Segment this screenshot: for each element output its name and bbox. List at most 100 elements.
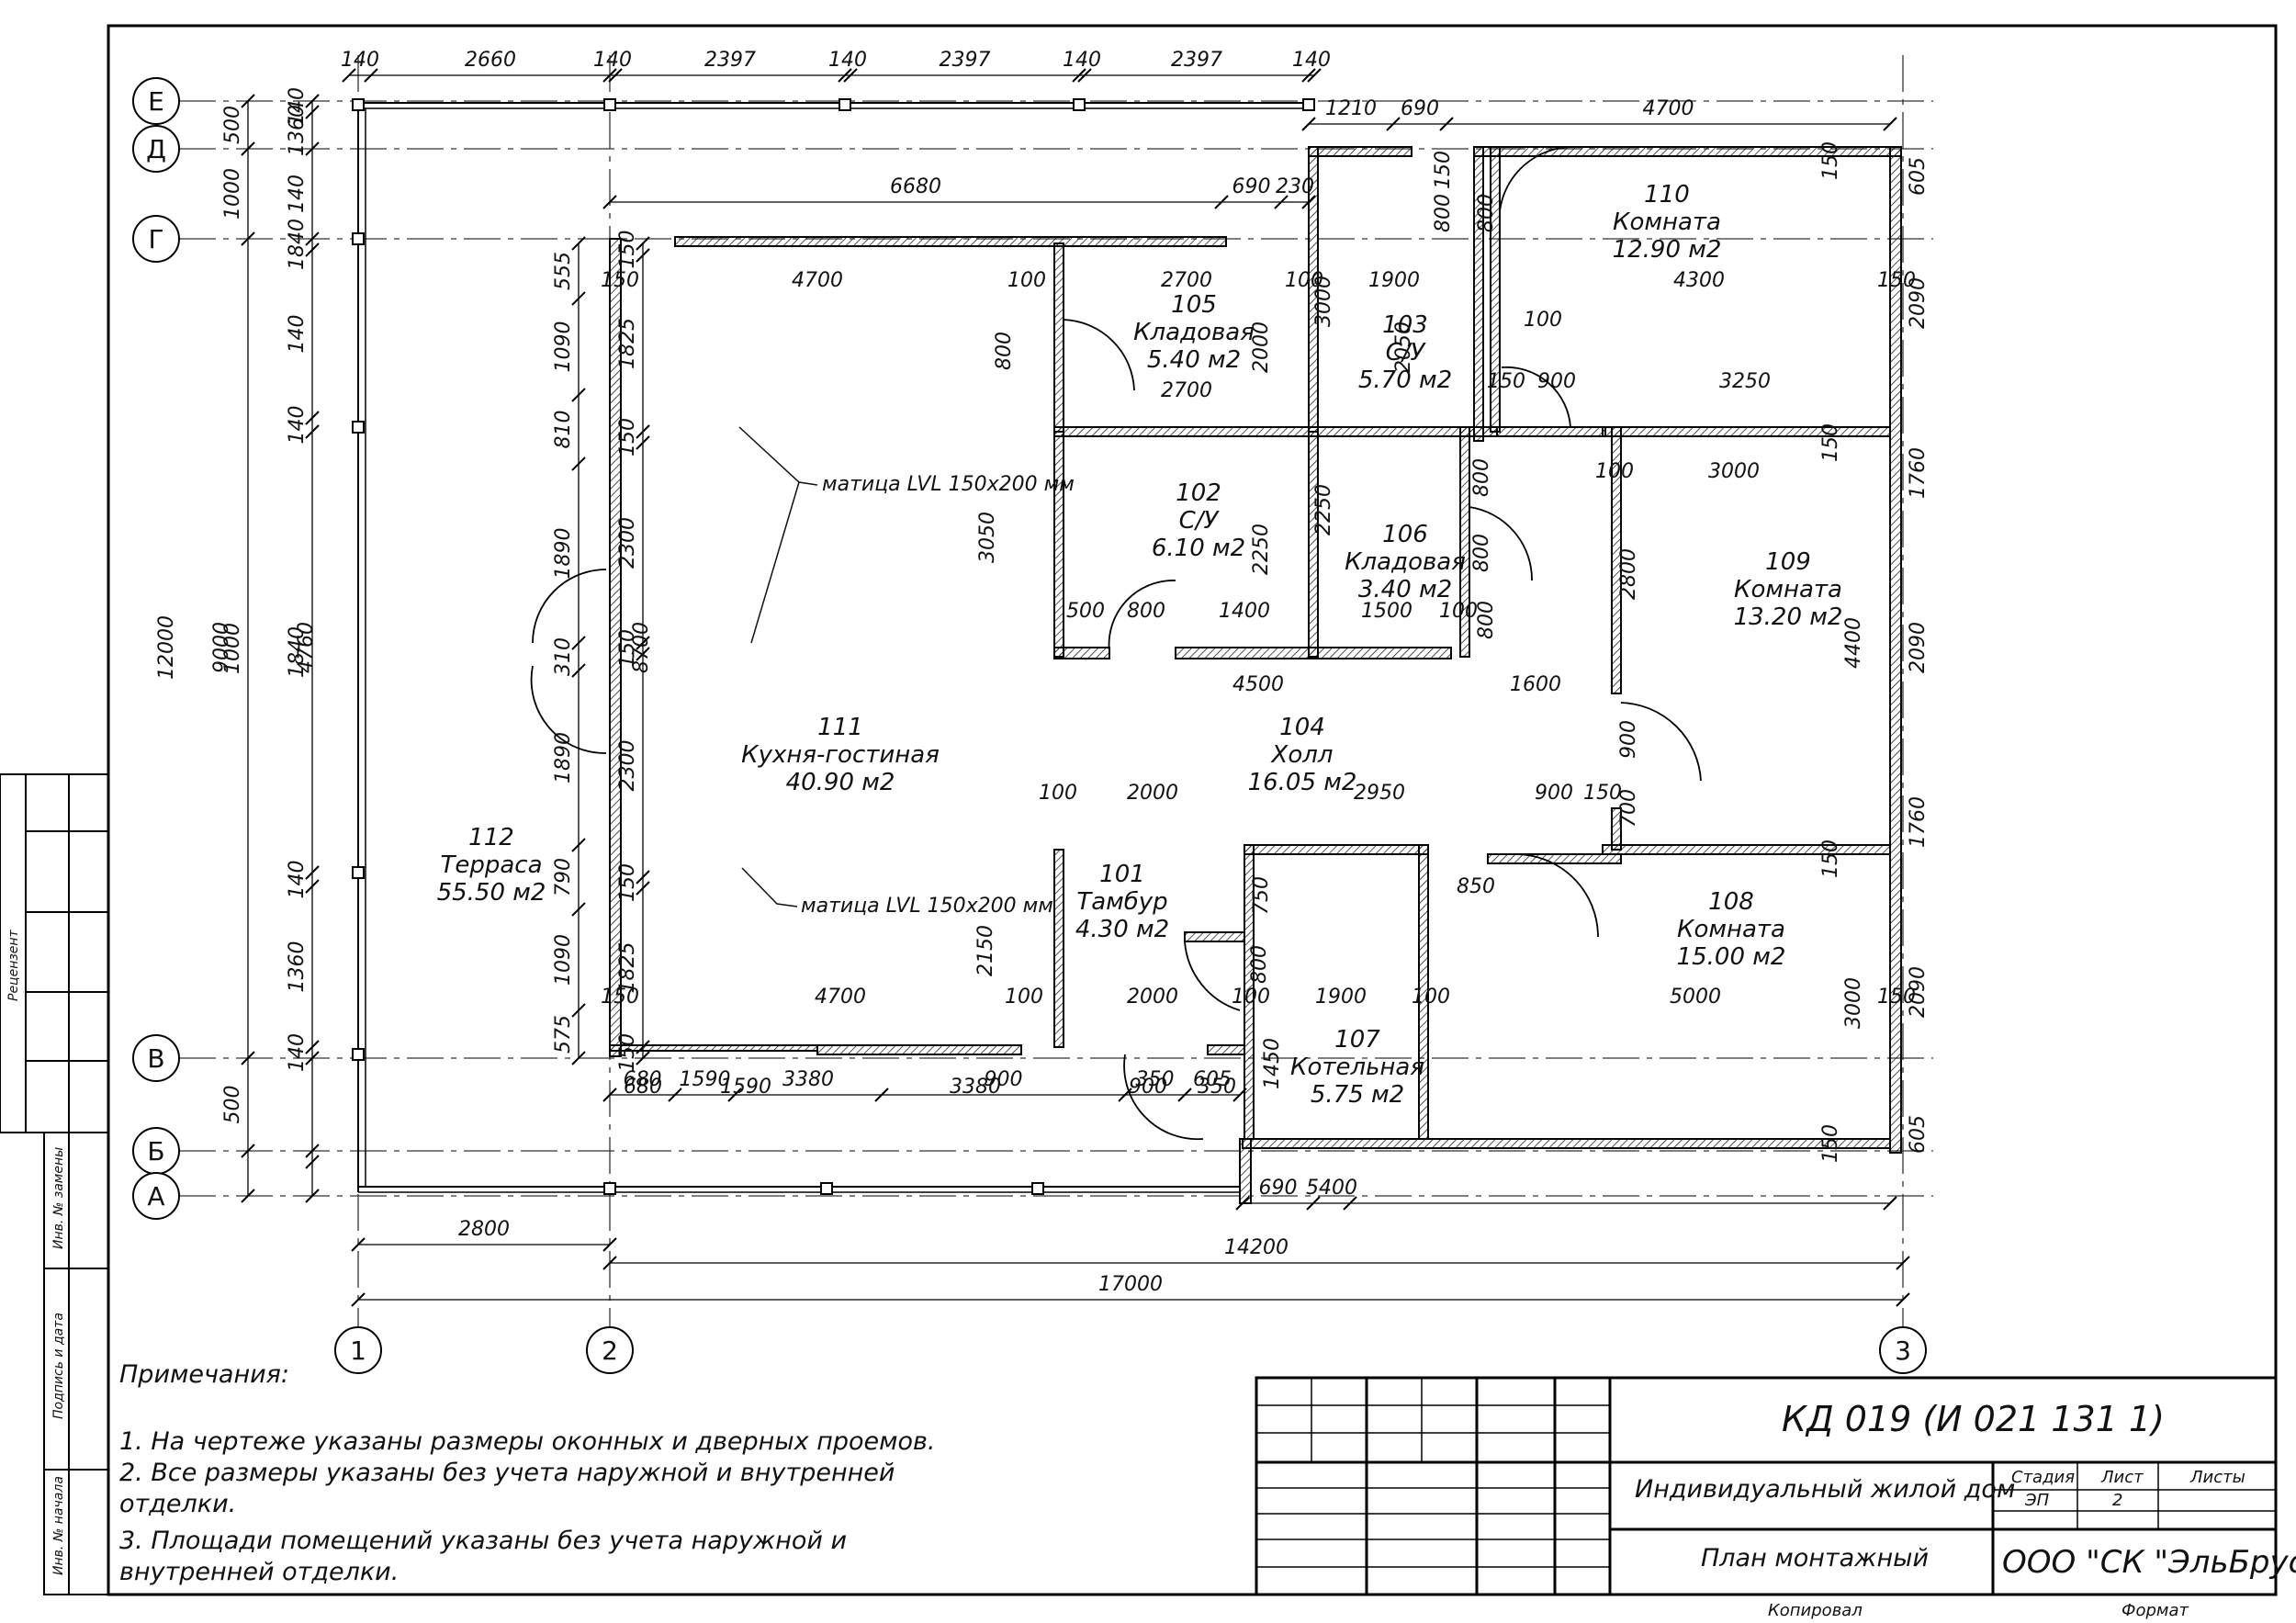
dim-windows-tick [571,291,586,306]
room-name: Тамбур [1076,888,1167,916]
dim-top-tick [838,68,852,83]
dim-inner-v-label-6: 150 [616,863,639,902]
dim-inner-v-tick [636,636,650,650]
dim-inner-v-tick [636,236,650,251]
dim-top-label-6: 140 [1063,49,1101,72]
dim-left-inner-tick [305,105,320,119]
dim-left-inner-label-5: 140 [286,406,309,445]
room-dim-37: 700 [1617,789,1640,828]
dim-windows-label-8: 575 [552,1015,575,1054]
company-name: ООО "СК "ЭльБрус" [2002,1544,2296,1581]
axis-label-2: 2 [602,1336,618,1366]
dim-inner-v-tick [636,870,650,885]
room-dim-5: 4300 [1673,269,1725,292]
dim-top-right-label-0: 1210 [1325,97,1377,120]
room-dim-19: 2250 [1312,484,1335,535]
dim-inner-v-tick [636,881,650,896]
dim-top-label-2: 140 [593,49,632,72]
note-line-4: 3. Площади помещений указаны без учета н… [119,1527,847,1555]
room-dim-51: 1450 [1261,1038,1284,1089]
room-name: Комната [1734,576,1842,603]
dim-bottom-a-tick [351,1237,366,1252]
dim-left-inner-label-2: 140 [286,175,309,213]
dim-left-inner-label-1: 1360 [286,105,309,156]
dim-windows-tick [571,636,586,650]
room-dim-29: 100 [1439,600,1478,623]
dim-left-outer-tick [241,1051,255,1065]
dim-inner-v-tick [636,1051,650,1065]
room-dim-58: 150 [1819,423,1842,462]
post [603,1182,616,1195]
wall-107-right [1487,853,1622,864]
room-name: Холл [1270,741,1334,769]
room-dim-69: 150 [1877,986,1916,1009]
dim-inner-v-label-7: 1825 [616,942,639,994]
dim-left-outer-tick [241,231,255,246]
notes-title: Примечания: [119,1360,289,1389]
room-dim-70: 150 [601,269,639,292]
dim-south-windows-tick [602,1088,617,1102]
dim-left-inner-label-0: 140 [286,87,309,126]
room-dim-1: 100 [1007,269,1046,292]
dim-left-outer-tick [241,1144,255,1158]
wall-tambur-notch [1184,931,1245,942]
room-dim-34: 900 [1535,782,1573,805]
room-dim-55: 1590 [720,1076,771,1099]
sheets-label: Листы [2189,1468,2245,1487]
room-dim-16: 100 [1595,460,1634,483]
dim-top-label-7: 2397 [1171,49,1222,72]
dim-top-label-8: 140 [1292,49,1331,72]
room-area: 5.40 м2 [1147,346,1241,374]
dim-top-right-tick [1439,117,1454,131]
dim-top-tick [364,68,378,83]
dim-windows-tick [571,838,586,852]
room-dim-7: 2700 [1161,379,1212,402]
wall-south-108 [1242,1138,1891,1149]
wall-106-west [1308,426,1319,658]
room-dim-48: 100 [1412,986,1450,1009]
beam-label-bottom: матица LVL 150х200 мм [801,895,1053,918]
dim-top-right-label-1: 690 [1401,97,1439,120]
dim-inner-top-label-1: 690 [1232,175,1271,198]
dim-left-inner-tick [305,1040,320,1054]
axis-bubble [132,215,180,263]
wall-102-west [1053,426,1064,658]
axis-label-Б: Б [147,1136,164,1167]
stage-label: Стадия [2011,1468,2075,1487]
room-area: 15.00 м2 [1677,943,1786,971]
room-dim-24: 4400 [1842,617,1865,669]
dim-inner-v-label-3: 2300 [616,517,639,569]
dim-top-right-tick [1883,117,1897,131]
dim-inner-v-label-0: 150 [616,231,639,269]
dim-top-label-4: 140 [828,49,867,72]
wall-tambur-west [1053,849,1064,1048]
dim-windows-label-6: 790 [552,858,575,896]
room-name: Комната [1613,209,1721,236]
room-number: 103 [1382,311,1428,339]
room-dim-54: 680 [624,1076,662,1099]
dim-south-windows-tick [727,1088,742,1102]
room-dim-65: 2090 [1907,622,1930,673]
dim-windows-label-4: 310 [552,637,575,676]
room-dim-8: 2000 [1250,321,1273,373]
axis-bubble [334,1326,382,1374]
room-dim-22: 800 [1475,601,1498,639]
room-dim-12: 900 [1537,370,1576,393]
dim-left-outer-label-3: 500 [221,1086,244,1124]
post [1031,1182,1044,1195]
room-dim-57: 150 [1819,141,1842,180]
dim-left-inner-label-9: 140 [286,1033,309,1072]
room-number: 112 [468,824,514,851]
room-number: 104 [1279,714,1325,741]
room-dim-49: 5000 [1670,986,1721,1009]
wall-109-north [1602,426,1891,437]
dim-windows-tick [571,1003,586,1018]
wall-109-west [1611,426,1622,694]
room-number: 109 [1765,548,1811,576]
room-dim-40: 850 [1457,875,1495,898]
axis-label-В: В [147,1043,164,1074]
